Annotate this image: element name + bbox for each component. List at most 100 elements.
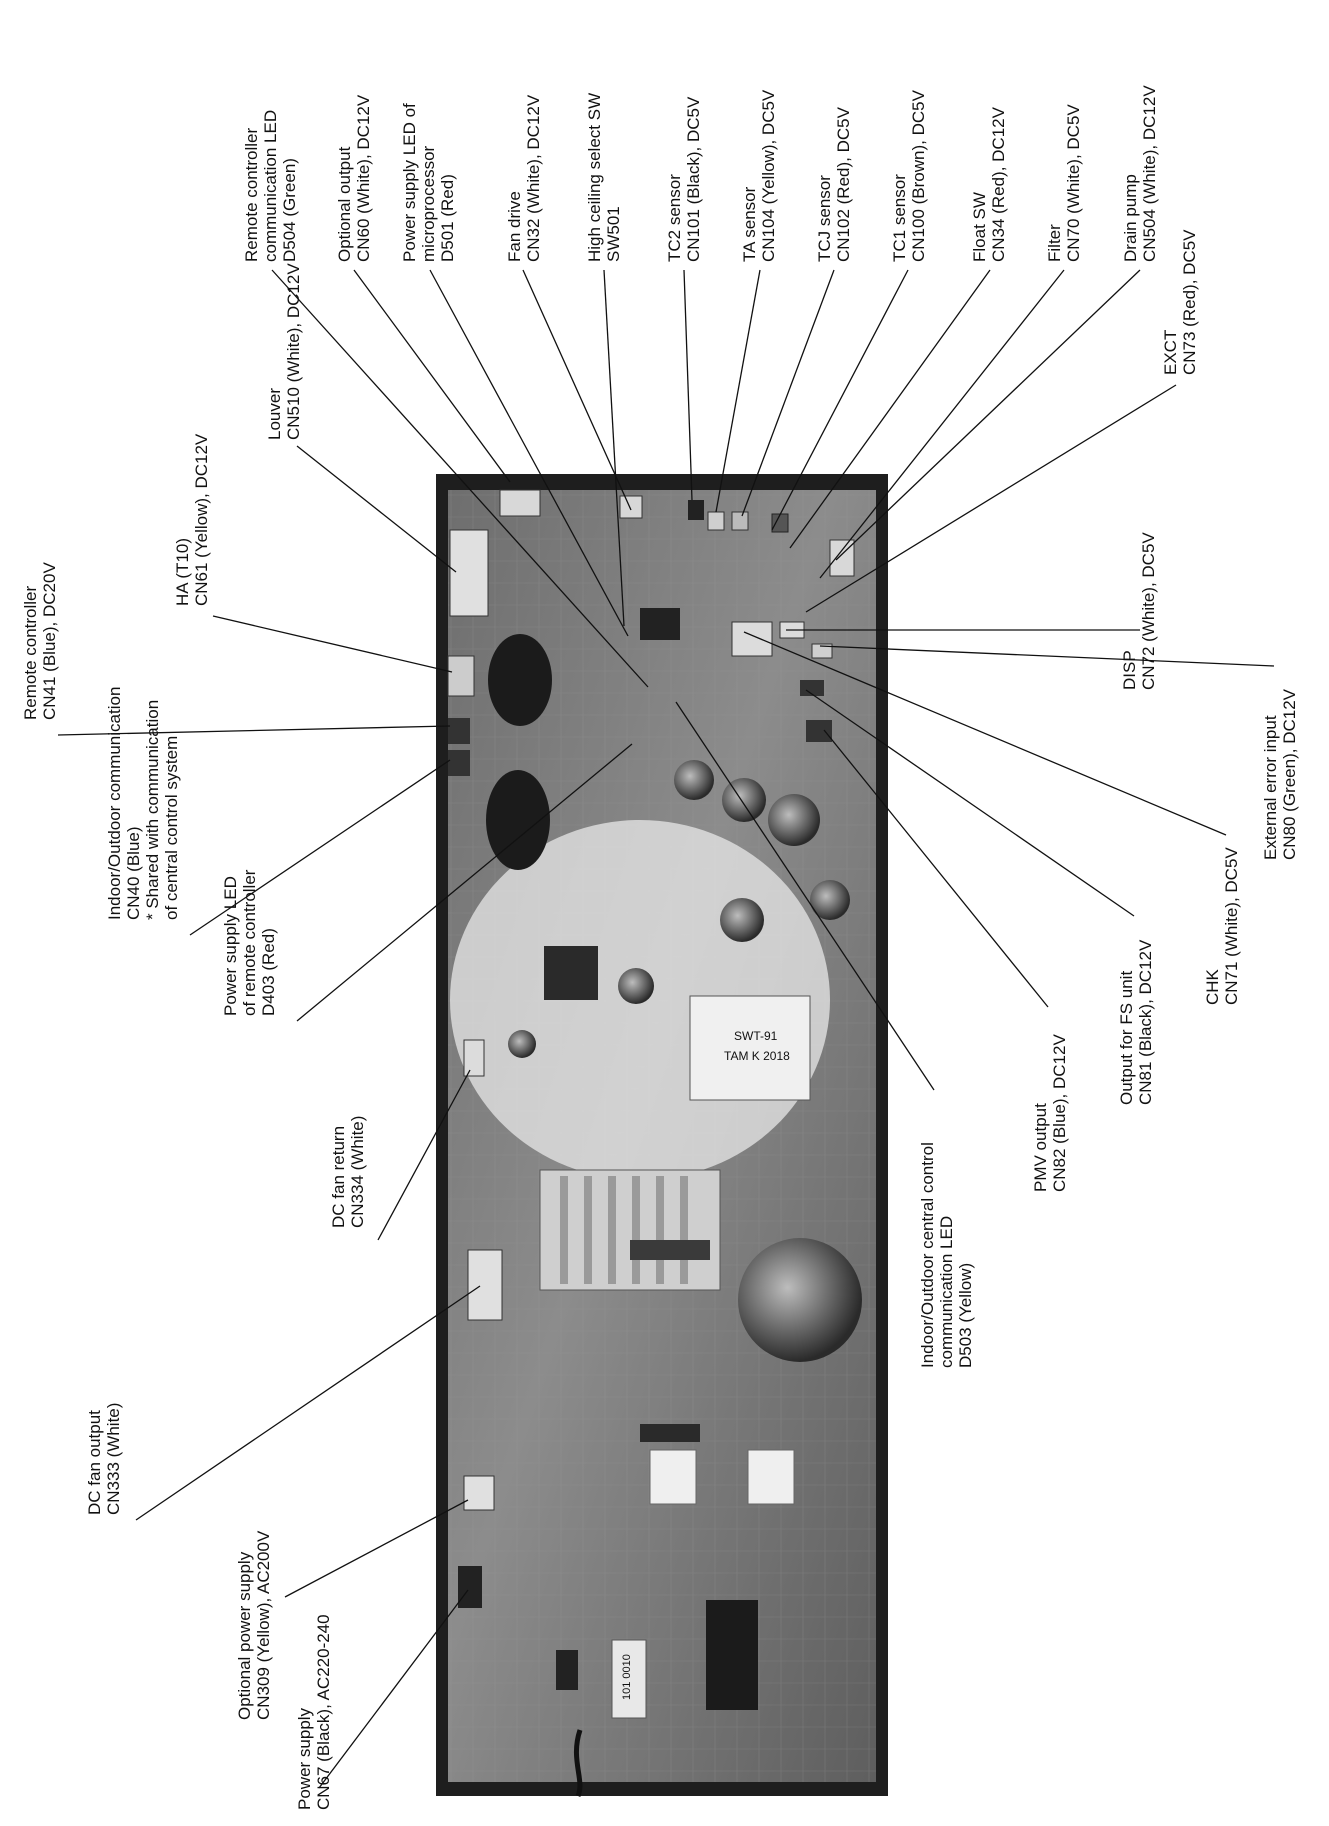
leader-louver <box>296 445 457 573</box>
label-fan-drive: Fan driveCN32 (White), DC12V <box>505 94 543 262</box>
label-power-supply: Power supplyCN67 (Black), AC220-240 <box>295 1614 333 1810</box>
connector-cn333 <box>467 1249 503 1321</box>
connector-cn104 <box>707 511 725 531</box>
large-capacitor <box>738 1238 862 1362</box>
filter-coil <box>706 1600 758 1710</box>
leader-filter <box>819 269 1065 579</box>
connector-cn81 <box>800 680 824 696</box>
connector-cn60 <box>499 489 541 517</box>
fuse-mark: 101 0010 <box>621 1654 633 1700</box>
transformer-mark-2: TAM K 2018 <box>724 1049 790 1063</box>
leader-remote-controller <box>57 725 451 736</box>
leader-tc1-sensor <box>771 269 909 531</box>
capacitor-2 <box>722 778 766 822</box>
label-drain-pump: Drain pumpCN504 (White), DC12V <box>1121 85 1159 262</box>
leader-central-led <box>675 701 935 1091</box>
leader-lines <box>57 269 1275 1789</box>
label-fs-unit: Output for FS unitCN81 (Black), DC12V <box>1117 939 1155 1105</box>
label-dc-fan-return: DC fan returnCN334 (White) <box>329 1116 367 1228</box>
microprocessor-chip <box>544 946 598 1000</box>
label-pmv-output: PMV outputCN82 (Blue), DC12V <box>1031 1034 1069 1192</box>
label-tc2-sensor: TC2 sensorCN101 (Black), DC5V <box>665 96 703 262</box>
label-ta-sensor: TA sensorCN104 (Yellow), DC5V <box>740 89 778 262</box>
fuse-block <box>611 1639 647 1719</box>
transformer <box>689 995 811 1101</box>
label-external-error: External error inputCN80 (Green), DC12V <box>1261 688 1299 860</box>
label-remote-led: Remote controllercommunication LEDD504 (… <box>242 110 299 262</box>
connector-cn61 <box>447 655 475 697</box>
connector-cn40 <box>448 750 470 776</box>
capacitor-7 <box>508 1030 536 1058</box>
connector-cn67 <box>458 1566 482 1608</box>
leader-external-error <box>819 645 1275 667</box>
leader-chk <box>743 631 1227 836</box>
leader-pmv-output <box>823 729 1049 1008</box>
varistor <box>556 1650 578 1690</box>
label-central-led: Indoor/Outdoor central controlcommunicat… <box>918 1142 975 1368</box>
leader-high-ceiling <box>603 269 625 627</box>
label-optional-output: Optional outputCN60 (White), DC12V <box>335 94 373 262</box>
connector-cn309 <box>463 1475 495 1511</box>
connector-cn71 <box>731 621 773 657</box>
label-dc-fan-output: DC fan outputCN333 (White) <box>85 1403 123 1515</box>
capacitor-4 <box>720 898 764 942</box>
power-cable <box>574 1729 583 1797</box>
capacitor-6 <box>618 968 654 1004</box>
label-disp: DISPCN72 (White), DC5V <box>1120 532 1158 690</box>
connector-cn510 <box>449 529 489 617</box>
capacitor-3 <box>768 794 820 846</box>
choke-coil-1 <box>488 634 552 726</box>
label-float-sw: Float SWCN34 (Red), DC12V <box>970 106 1008 262</box>
leader-float-sw <box>789 269 991 549</box>
leader-dc-fan-return <box>377 1069 471 1241</box>
leader-tcj-sensor <box>741 269 835 517</box>
label-ha: HA (T10)CN61 (Yellow), DC12V <box>173 433 211 606</box>
label-optional-power: Optional power supplyCN309 (Yellow), AC2… <box>235 1530 273 1720</box>
bridge-rectifier <box>640 1424 700 1442</box>
leader-fan-drive <box>522 269 632 511</box>
connector-cn100 <box>771 513 789 533</box>
label-remote-power-led: Power supply LEDof remote controllerD403… <box>221 869 278 1016</box>
label-louver: LouverCN510 (White), DC12V <box>265 263 303 440</box>
capacitor-1 <box>674 760 714 800</box>
label-indoor-outdoor: Indoor/Outdoor communicationCN40 (Blue)*… <box>105 687 181 920</box>
leader-ta-sensor <box>715 269 761 513</box>
leader-fs-unit <box>805 689 1135 917</box>
label-micro-power-led: Power supply LED ofmicroprocessorD501 (R… <box>400 103 457 262</box>
leader-micro-power-led <box>429 269 629 637</box>
label-filter: FilterCN70 (White), DC5V <box>1045 104 1083 262</box>
leader-tc2-sensor <box>683 269 693 501</box>
transformer-mark-1: SWT-91 <box>734 1029 778 1043</box>
capacitor-5 <box>810 880 850 920</box>
resistor-bank <box>630 1240 710 1260</box>
circuit-board-photo: SWT-91 TAM K 2018 101 0010 <box>436 474 888 1797</box>
leader-optional-power <box>284 1499 469 1598</box>
leader-optional-output <box>353 269 511 483</box>
leader-power-supply <box>318 1589 469 1789</box>
leader-drain-pump <box>835 269 1141 561</box>
heat-sink <box>539 1169 721 1291</box>
label-exct: EXCTCN73 (Red), DC5V <box>1161 229 1199 375</box>
connector-cn102 <box>731 511 749 531</box>
connector-cn80 <box>811 643 833 659</box>
leader-remote-led <box>271 269 649 688</box>
label-tc1-sensor: TC1 sensorCN100 (Brown), DC5V <box>890 89 928 262</box>
connector-cn41 <box>448 718 470 744</box>
label-high-ceiling: High ceiling select SWSW501 <box>585 93 623 262</box>
label-tcj-sensor: TCJ sensorCN102 (Red), DC5V <box>815 106 853 262</box>
leader-remote-power-led <box>296 743 633 1022</box>
relay-1 <box>649 1449 697 1505</box>
relay-2 <box>747 1449 795 1505</box>
connector-cn32 <box>619 495 643 519</box>
connector-cn334 <box>463 1039 485 1077</box>
ic-chip-2 <box>640 608 680 640</box>
callout-labels: Remote controllercommunication LEDD504 (… <box>21 85 1299 1810</box>
leader-indoor-outdoor <box>189 759 451 936</box>
leader-dc-fan-output <box>135 1285 481 1521</box>
connector-cn82 <box>806 720 832 742</box>
label-chk: CHKCN71 (White), DC5V <box>1203 847 1241 1005</box>
label-remote-controller: Remote controllerCN41 (Blue), DC20V <box>21 562 59 720</box>
leader-ha <box>212 615 453 673</box>
